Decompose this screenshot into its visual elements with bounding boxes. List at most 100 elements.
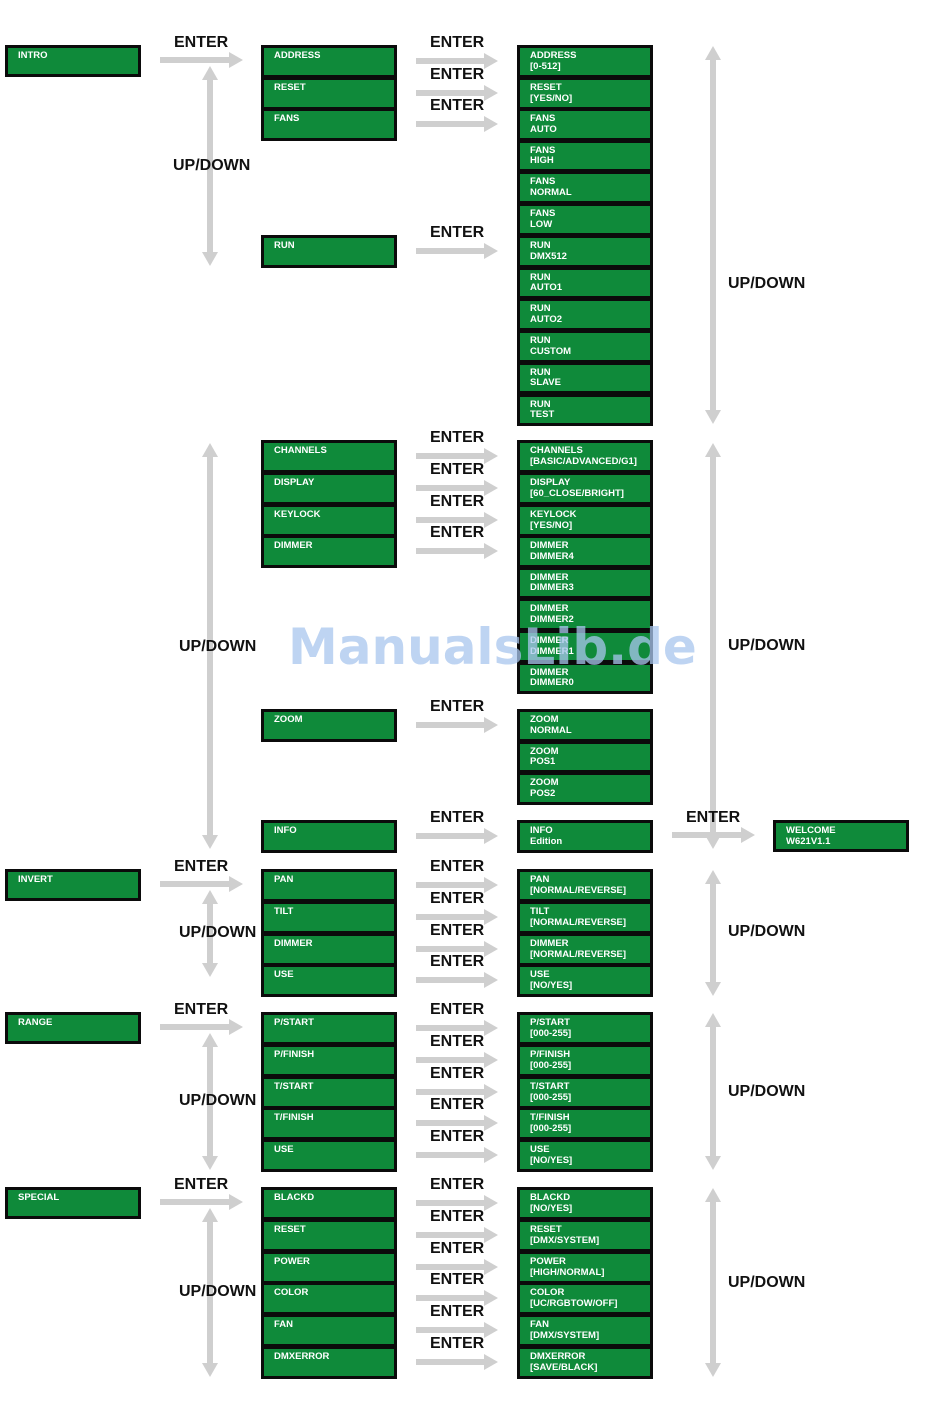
enter-arrow-use xyxy=(416,1147,498,1163)
box-text-line: [YES/NO] xyxy=(530,92,573,104)
box-text-line: P/FINISH xyxy=(530,1049,571,1060)
box-text-line: FANS xyxy=(530,144,556,156)
box-text-line: RUN xyxy=(530,271,551,283)
option-box-fan-dmx-system: FAN[DMX/SYSTEM] xyxy=(517,1314,653,1347)
enter-label: ENTER xyxy=(430,1176,485,1193)
box-text-line: COLOR xyxy=(274,1287,309,1298)
box-text-line: KEYLOCK xyxy=(530,509,577,520)
enter-arrow-reset xyxy=(416,85,498,101)
option-box-power-high-normal: POWER[HIGH/NORMAL] xyxy=(517,1251,653,1284)
box-text-line: RANGE xyxy=(18,1017,53,1028)
box-text-line: [BASIC/ADVANCED/G1] xyxy=(530,455,637,467)
menu-box-range: RANGE xyxy=(5,1012,141,1044)
box-text-line: INFO xyxy=(530,825,553,836)
box-text-line: DIMMER xyxy=(530,540,569,551)
box-text-line: ZOOM xyxy=(530,714,559,725)
enter-label: ENTER xyxy=(430,809,485,826)
menu-box-intro: INTRO xyxy=(5,45,141,77)
item-box-zoom: ZOOM xyxy=(261,709,397,742)
updown-arrow-right-invert xyxy=(705,870,721,996)
box-text-line: [DMX/SYSTEM] xyxy=(530,1234,600,1246)
enter-label: ENTER xyxy=(430,524,485,541)
box-text-line: WELCOME xyxy=(786,825,836,836)
enter-label: ENTER xyxy=(430,1096,485,1113)
enter-label: ENTER xyxy=(430,890,485,907)
item-box-dimmer: DIMMER xyxy=(261,535,397,568)
box-text-line: Edition xyxy=(530,835,563,847)
box-text-line: CHANNELS xyxy=(530,445,583,456)
enter-arrow-t-finish xyxy=(416,1115,498,1131)
box-text-line: ADDRESS xyxy=(530,50,577,61)
box-text-line: [NO/YES] xyxy=(530,1202,573,1214)
enter-arrow-use xyxy=(416,972,498,988)
box-text-line: TEST xyxy=(530,409,555,420)
box-text-line: [NORMAL/REVERSE] xyxy=(530,948,627,960)
box-text-line: USE xyxy=(530,1144,550,1155)
item-box-fan: FAN xyxy=(261,1314,397,1347)
enter-label: ENTER xyxy=(430,1335,485,1352)
item-box-use: USE xyxy=(261,964,397,997)
enter-label: ENTER xyxy=(430,1208,485,1225)
enter-arrow-zoom xyxy=(416,717,498,733)
box-text-line: PAN xyxy=(530,874,550,885)
box-text-line: INFO xyxy=(274,825,297,836)
box-text-line: DIMMER3 xyxy=(530,582,574,594)
box-text-line: RESET xyxy=(530,1224,562,1235)
box-text-line: [000-255] xyxy=(530,1122,572,1134)
enter-arrow-keylock xyxy=(416,512,498,528)
item-box-t-finish: T/FINISH xyxy=(261,1107,397,1140)
enter-arrow-p-finish xyxy=(416,1052,498,1068)
updown-label: UP/DOWN xyxy=(728,637,806,654)
enter-arrow-blackd xyxy=(416,1195,498,1211)
box-text-line: DIMMER xyxy=(274,938,313,949)
box-text-line: RUN xyxy=(530,303,551,315)
option-box-tilt-normal-reverse: TILT[NORMAL/REVERSE] xyxy=(517,901,653,934)
box-text-line: DMXERROR xyxy=(530,1351,586,1362)
box-text-line: [SAVE/BLACK] xyxy=(530,1361,598,1373)
box-text-line: [NO/YES] xyxy=(530,979,573,991)
updown-arrow-right-range xyxy=(705,1013,721,1170)
option-box-reset-yes-no: RESET[YES/NO] xyxy=(517,77,653,110)
enter-label: ENTER xyxy=(430,1033,485,1050)
box-text-line: DMXERROR xyxy=(274,1351,330,1362)
updown-label: UP/DOWN xyxy=(728,1083,806,1100)
box-text-line: [UC/RGBTOW/OFF] xyxy=(530,1297,618,1309)
box-text-line: [DMX/SYSTEM] xyxy=(530,1329,600,1341)
box-text-line: [NO/YES] xyxy=(530,1154,573,1166)
box-text-line: ADDRESS xyxy=(274,50,321,61)
enter-label: ENTER xyxy=(430,1001,485,1018)
enter-label: ENTER xyxy=(430,66,485,83)
enter-arrow-address xyxy=(416,53,498,69)
box-text-line: USE xyxy=(530,969,550,980)
enter-arrow-dimmer xyxy=(416,543,498,559)
box-text-line: NORMAL xyxy=(530,724,572,736)
box-text-line: DIMMER0 xyxy=(530,677,574,689)
box-text-line: FAN xyxy=(530,1319,549,1330)
updown-arrow-left-range xyxy=(202,1033,218,1170)
updown-arrow-left-invert xyxy=(202,890,218,977)
enter-label: ENTER xyxy=(430,922,485,939)
updown-label: UP/DOWN xyxy=(179,1283,257,1300)
box-text-line: [HIGH/NORMAL] xyxy=(530,1266,605,1278)
option-box-dimmer-normal-reverse: DIMMER[NORMAL/REVERSE] xyxy=(517,933,653,966)
box-text-line: [NORMAL/REVERSE] xyxy=(530,916,627,928)
box-text-line: DMX512 xyxy=(530,250,567,262)
option-box-t-start-000-255: T/START[000-255] xyxy=(517,1076,653,1109)
item-box-channels: CHANNELS xyxy=(261,440,397,473)
updown-arrow-left-special xyxy=(202,1208,218,1377)
box-text-line: ZOOM xyxy=(274,714,303,725)
enter-label: ENTER xyxy=(174,34,229,51)
enter-label: ENTER xyxy=(430,1240,485,1257)
box-text-line: SPECIAL xyxy=(18,1192,60,1203)
box-text-line: DIMMER xyxy=(530,635,569,647)
box-text-line: COLOR xyxy=(530,1287,565,1298)
box-text-line: [000-255] xyxy=(530,1027,572,1039)
enter-label: ENTER xyxy=(430,858,485,875)
box-text-line: SLAVE xyxy=(530,377,561,389)
enter-arrow-fan xyxy=(416,1322,498,1338)
